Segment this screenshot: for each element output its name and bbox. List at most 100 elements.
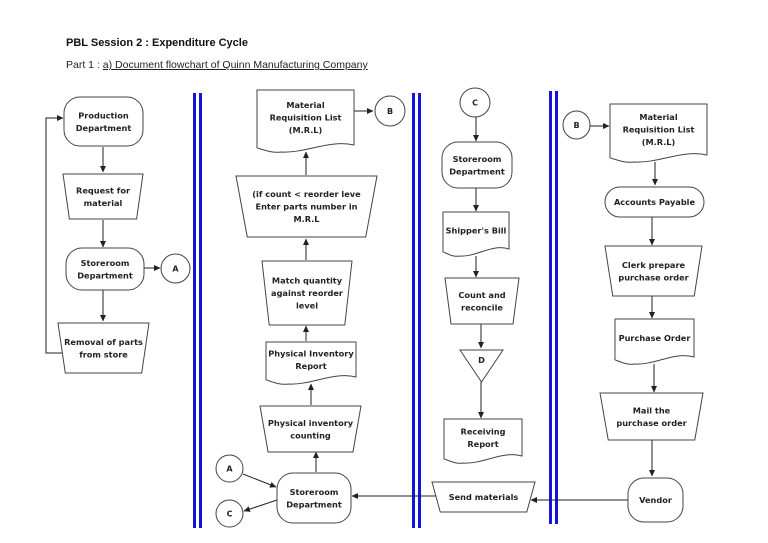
node-label: Vendor	[639, 495, 673, 505]
manual-operation-shape	[62, 173, 144, 220]
document-shape	[265, 341, 357, 385]
document-shape	[443, 418, 523, 464]
node-label: against reorder	[271, 288, 344, 298]
node-label: (if count < reorder leve	[252, 189, 361, 199]
edges	[45, 108, 658, 512]
node-match-quantity: Match quantity against reorder level	[261, 260, 353, 326]
terminal-shape	[627, 477, 684, 523]
node-connector-c-2: C	[459, 87, 491, 118]
node-label: Physical Inventory	[268, 348, 354, 358]
manual-operation-shape	[444, 277, 520, 325]
node-label: C	[227, 510, 233, 519]
subtitle-link: a) Document flowchart of Quinn Manufactu…	[102, 59, 368, 71]
node-connector-b-2: B	[562, 110, 591, 140]
node-label: counting	[290, 430, 331, 440]
document-shape	[256, 89, 355, 153]
node-label: Material	[286, 100, 325, 110]
manual-operation-shape	[604, 245, 703, 297]
node-label: Department	[449, 166, 505, 176]
node-label: purchase order	[618, 272, 689, 282]
connector-shape	[215, 454, 244, 483]
document-shape	[614, 318, 695, 365]
node-label: Match quantity	[272, 276, 343, 286]
node-label: Department	[286, 499, 342, 509]
connector-shape	[160, 253, 191, 284]
node-file-d: D	[459, 349, 504, 383]
lane-dividers	[193, 91, 558, 528]
node-label: reconcile	[461, 302, 503, 312]
node-label: Storeroom	[453, 154, 502, 164]
node-shippers-bill: Shipper's Bill	[442, 211, 510, 257]
manual-operation-shape	[599, 392, 704, 441]
node-label: Report	[295, 361, 326, 371]
node-label: M.R.L	[293, 214, 319, 224]
node-label: level	[296, 301, 318, 311]
node-label: Enter parts number in	[256, 202, 358, 212]
node-accounts-payable: Accounts Payable	[604, 186, 705, 218]
node-request-material: Request for material	[62, 173, 144, 220]
document-shape	[609, 103, 708, 163]
node-label: Report	[467, 439, 498, 449]
node-label: B	[573, 121, 579, 130]
connector-shape	[374, 95, 406, 127]
terminal-shape	[65, 247, 145, 291]
node-count-reconcile: Count and reconcile	[444, 277, 520, 325]
node-label: Clerk prepare	[622, 260, 686, 270]
node-label: Department	[76, 123, 132, 133]
node-connector-c-1: C	[215, 499, 244, 528]
edge-a-to-storeroom2	[242, 473, 277, 488]
offline-storage-shape	[459, 349, 504, 383]
manual-operation-shape	[57, 322, 150, 374]
node-label: Mail the	[633, 405, 671, 415]
node-label: A	[226, 465, 233, 474]
manual-operation-shape	[261, 260, 353, 326]
node-label: Count and	[458, 290, 505, 300]
node-label: Physical inventory	[268, 418, 354, 428]
node-label: A	[172, 265, 179, 274]
node-label: B	[387, 107, 393, 116]
subtitle-prefix: Part 1 :	[66, 59, 103, 71]
document-title: PBL Session 2 : Expenditure Cycle	[66, 37, 248, 49]
document-shape	[442, 211, 510, 257]
node-connector-a-1: A	[160, 253, 191, 284]
edge-removal-loop-to-production	[45, 115, 64, 354]
node-label: from store	[79, 349, 128, 359]
node-connector-a-2: A	[215, 454, 244, 483]
manual-operation-shape	[235, 175, 378, 238]
node-purchase-order: Purchase Order	[614, 318, 695, 365]
node-label: Storeroom	[81, 258, 130, 268]
node-label: Send materials	[449, 492, 519, 502]
node-label: Purchase Order	[619, 333, 692, 343]
node-clerk-prepare: Clerk prepare purchase order	[604, 245, 703, 297]
node-label: Department	[77, 270, 133, 280]
node-label: Requisition List	[270, 113, 342, 123]
terminal-shape	[63, 96, 144, 147]
node-label: Shipper's Bill	[446, 226, 507, 236]
connector-shape	[215, 499, 244, 528]
node-label: (M.R.L)	[289, 125, 323, 135]
node-label: D	[478, 355, 485, 365]
connector-shape	[562, 110, 591, 140]
connector-shape	[459, 87, 491, 118]
node-label: (M.R.L)	[642, 137, 676, 147]
node-label: Material	[639, 112, 678, 122]
terminal-shape	[604, 186, 705, 218]
node-label: material	[84, 198, 123, 208]
edge-storeroom2-to-c	[243, 499, 278, 512]
node-label: Storeroom	[290, 487, 339, 497]
manual-operation-shape	[431, 481, 536, 513]
terminal-shape	[441, 141, 513, 189]
node-label: Requisition List	[623, 125, 695, 135]
node-label: Request for	[76, 185, 131, 195]
